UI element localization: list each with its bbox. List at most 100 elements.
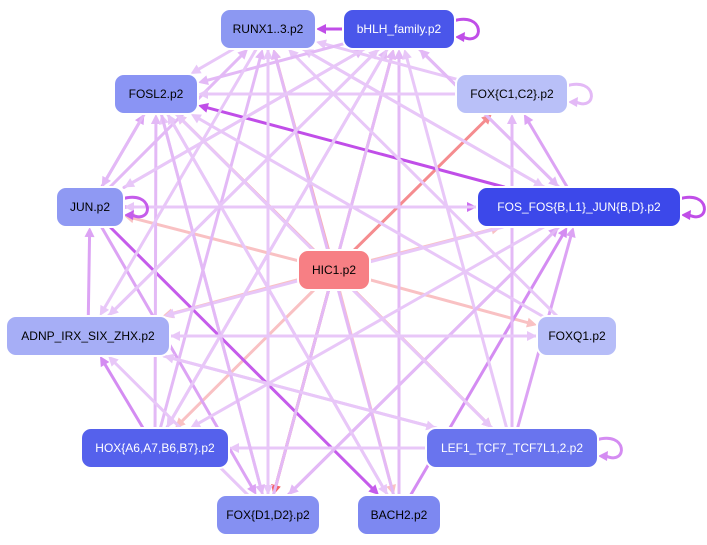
edge-foxc-to-runx — [316, 39, 458, 81]
node-box — [455, 73, 569, 115]
node-label: RUNX1..3.p2 — [233, 22, 304, 36]
edge-arrowhead — [255, 49, 265, 60]
edge-arrowhead — [386, 49, 396, 60]
node-label: JUN.p2 — [70, 200, 110, 214]
edge-line — [206, 106, 506, 189]
node-adnp[interactable]: ADNP_IRX_SIX_ZHX.p2 — [5, 315, 171, 357]
edge-arrowhead — [198, 89, 208, 99]
edge-fos-to-jun — [124, 202, 479, 212]
edge-line — [405, 57, 509, 430]
node-label: FOSL2.p2 — [129, 87, 184, 101]
edge-line — [293, 225, 561, 490]
node-box — [536, 315, 618, 357]
self-loop-arrowhead — [568, 97, 578, 107]
edge-line — [105, 112, 146, 180]
node-box — [476, 186, 682, 228]
edge-arrowhead — [164, 308, 176, 319]
edge-arrowhead — [263, 485, 273, 495]
edge-foxq1-to-fosl2 — [190, 114, 544, 318]
edge-arrowhead — [526, 317, 537, 328]
edge-arrowhead — [271, 49, 281, 60]
edge-arrowhead — [101, 175, 112, 187]
edge-runx-to-adnp — [99, 47, 258, 316]
node-label: ADNP_IRX_SIX_ZHX.p2 — [21, 329, 155, 343]
edge-line — [132, 216, 300, 263]
edge-fos-to-fosl2 — [198, 102, 506, 189]
self-loop-bhlh — [452, 17, 480, 42]
node-foxc[interactable]: FOX{C1,C2}.p2 — [455, 73, 569, 115]
self-loop-arrowhead — [681, 210, 691, 220]
edge-fosl2-to-foxd — [159, 112, 265, 495]
node-box — [297, 249, 371, 291]
edge-arrowhead — [124, 178, 136, 188]
edge-arrowhead — [378, 483, 388, 495]
edge-line — [86, 235, 92, 318]
edge-arrowhead — [229, 443, 239, 453]
edge-runx-to-foxd — [263, 47, 273, 495]
edge-arrowhead — [507, 114, 517, 124]
self-loop-lef1 — [595, 436, 623, 461]
edge-line — [103, 363, 145, 430]
edge-line — [103, 47, 258, 309]
edge-arrowhead — [527, 331, 537, 341]
edge-arrowhead — [368, 484, 379, 495]
edge-arrowhead — [394, 49, 404, 59]
node-box — [5, 315, 171, 357]
node-hox[interactable]: HOX{A6,A7,B6,B7}.p2 — [80, 427, 230, 469]
edge-lef1-to-hox — [229, 443, 428, 453]
node-foxd[interactable]: FOX{D1,D2}.p2 — [215, 494, 321, 536]
self-loop-line — [595, 436, 623, 460]
node-box — [55, 186, 125, 228]
node-label: bHLH_family.p2 — [357, 22, 442, 36]
node-foxq1[interactable]: FOXQ1.p2 — [536, 315, 618, 357]
edge-arrowhead — [368, 49, 379, 60]
node-label: LEF1_TCF7_TCF7L1,2.p2 — [441, 441, 583, 455]
edge-arrowhead — [255, 484, 265, 495]
edge-bhlh-to-jun — [124, 47, 366, 188]
edge-fosl2-to-jun — [101, 112, 146, 187]
edge-arrowhead — [150, 114, 161, 125]
node-label: HIC1.p2 — [312, 263, 356, 277]
node-bach2[interactable]: BACH2.p2 — [356, 494, 442, 536]
edge-arrowhead — [288, 484, 299, 495]
node-box — [425, 427, 599, 469]
node-lef1[interactable]: LEF1_TCF7_TCF7L1,2.p2 — [425, 427, 599, 469]
edge-arrowhead — [316, 24, 326, 34]
edge-arrowhead — [548, 176, 559, 187]
edge-line — [170, 47, 389, 421]
edge-arrowhead — [237, 49, 248, 60]
edge-arrowhead — [99, 356, 110, 368]
edge-adnp-to-jun — [84, 227, 95, 318]
edge-layer — [84, 17, 706, 497]
edge-line — [197, 225, 546, 425]
node-runx[interactable]: RUNX1..3.p2 — [219, 8, 317, 50]
edge-arrowhead — [190, 64, 202, 74]
edge-line — [368, 278, 529, 325]
edge-hic1-to-foxq1 — [368, 278, 537, 328]
edge-line — [153, 122, 158, 430]
node-box — [219, 8, 317, 50]
edge-arrowhead — [288, 49, 299, 60]
edge-adnp-to-foxq1 — [168, 331, 537, 341]
edge-runx-to-fosl2 — [190, 47, 236, 74]
edge-line — [106, 54, 374, 318]
node-hic1[interactable]: HIC1.p2 — [297, 249, 371, 291]
self-loop-arrowhead — [598, 451, 608, 461]
edge-line — [197, 47, 236, 71]
edge-bhlh-to-fosl2 — [198, 42, 345, 86]
edge-line — [166, 112, 384, 488]
edge-arrowhead — [557, 227, 568, 239]
node-bhlh[interactable]: bHLH_family.p2 — [342, 8, 456, 50]
node-jun[interactable]: JUN.p2 — [55, 186, 125, 228]
edge-arrowhead — [166, 416, 176, 428]
edge-arrowhead — [99, 304, 110, 316]
node-box — [113, 73, 199, 115]
edge-arrowhead — [247, 483, 257, 495]
self-loop-line — [565, 82, 593, 106]
edge-line — [131, 47, 366, 184]
edge-fosl2-to-bach2 — [166, 112, 388, 495]
node-fosl2[interactable]: FOSL2.p2 — [113, 73, 199, 115]
node-fos[interactable]: FOS_FOS{B,L1}_JUN{B,D}.p2 — [476, 186, 682, 228]
